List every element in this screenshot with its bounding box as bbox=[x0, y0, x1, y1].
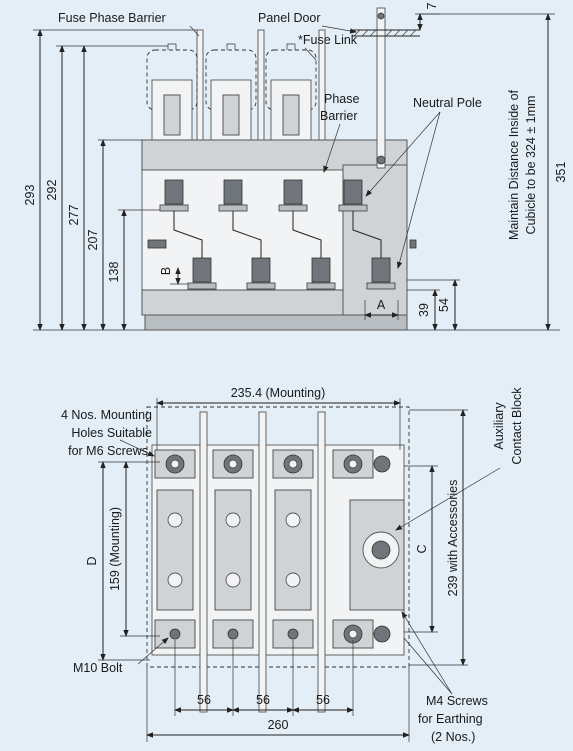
dim-7: 7 bbox=[425, 2, 439, 9]
dim-56-second: 56 bbox=[256, 693, 270, 707]
label-m4-screws: M4 Screws bbox=[426, 694, 488, 708]
dim-54: 54 bbox=[437, 298, 451, 312]
label-mounting-line3: for M6 Screws bbox=[68, 444, 148, 458]
fuse-carriers bbox=[156, 489, 312, 611]
bottom-dimensions bbox=[98, 398, 468, 742]
label-for-earthing: for Earthing bbox=[418, 712, 483, 726]
label-contact-block: Contact Block bbox=[510, 387, 524, 465]
label-barrier-line2: Barrier bbox=[320, 109, 358, 123]
dim-56-first: 56 bbox=[197, 693, 211, 707]
maintain-distance-line1: Maintain Distance Inside of bbox=[507, 89, 521, 240]
switch-body bbox=[141, 139, 417, 331]
dim-mounting-width: 235.4 (Mounting) bbox=[231, 386, 326, 400]
dim-277: 277 bbox=[67, 205, 81, 226]
dim-39: 39 bbox=[417, 303, 431, 317]
fuse-holders bbox=[151, 79, 312, 141]
front-view: 293 292 277 207 138 B A 39 54 7 351 Main… bbox=[23, 2, 568, 331]
front-right-dimensions bbox=[364, 13, 560, 331]
dim-159-mounting: 159 (Mounting) bbox=[108, 507, 122, 591]
operating-shaft bbox=[352, 7, 420, 169]
dim-56-third: 56 bbox=[316, 693, 330, 707]
dim-239-accessories: 239 with Accessories bbox=[446, 480, 460, 597]
dim-351: 351 bbox=[554, 162, 568, 183]
front-left-dimensions bbox=[33, 29, 197, 331]
dim-293: 293 bbox=[23, 185, 37, 206]
auxiliary-contact-block bbox=[349, 499, 405, 611]
label-phase-line1: Phase bbox=[324, 92, 359, 106]
dim-260: 260 bbox=[268, 718, 289, 732]
accessory-outline bbox=[146, 406, 410, 668]
dim-a: A bbox=[377, 298, 386, 312]
dim-138: 138 bbox=[107, 262, 121, 283]
label-neutral-pole: Neutral Pole bbox=[413, 96, 482, 110]
label-panel-door: Panel Door bbox=[258, 11, 321, 25]
dim-c: C bbox=[415, 544, 429, 553]
label-two-nos: (2 Nos.) bbox=[431, 730, 475, 744]
top-terminal-row bbox=[154, 449, 391, 479]
dim-207: 207 bbox=[86, 230, 100, 251]
label-auxiliary: Auxiliary bbox=[492, 402, 506, 450]
dim-d: D bbox=[85, 556, 99, 565]
bottom-terminal-row bbox=[154, 619, 391, 649]
bottom-view: 235.4 (Mounting) D 159 (Mounting) C 239 … bbox=[61, 386, 524, 744]
label-fuse-phase-barrier: Fuse Phase Barrier bbox=[58, 11, 166, 25]
label-m10-bolt: M10 Bolt bbox=[73, 661, 123, 675]
label-fuse-link: *Fuse Link bbox=[298, 33, 358, 47]
dim-b: B bbox=[159, 267, 173, 275]
dim-292: 292 bbox=[45, 180, 59, 201]
terminal-bolts bbox=[159, 179, 396, 290]
label-mounting-line2: Holes Suitable bbox=[71, 426, 152, 440]
label-mounting-line1: 4 Nos. Mounting bbox=[61, 408, 152, 422]
maintain-distance-line2: Cubicle to be 324 ± 1mm bbox=[524, 96, 538, 235]
